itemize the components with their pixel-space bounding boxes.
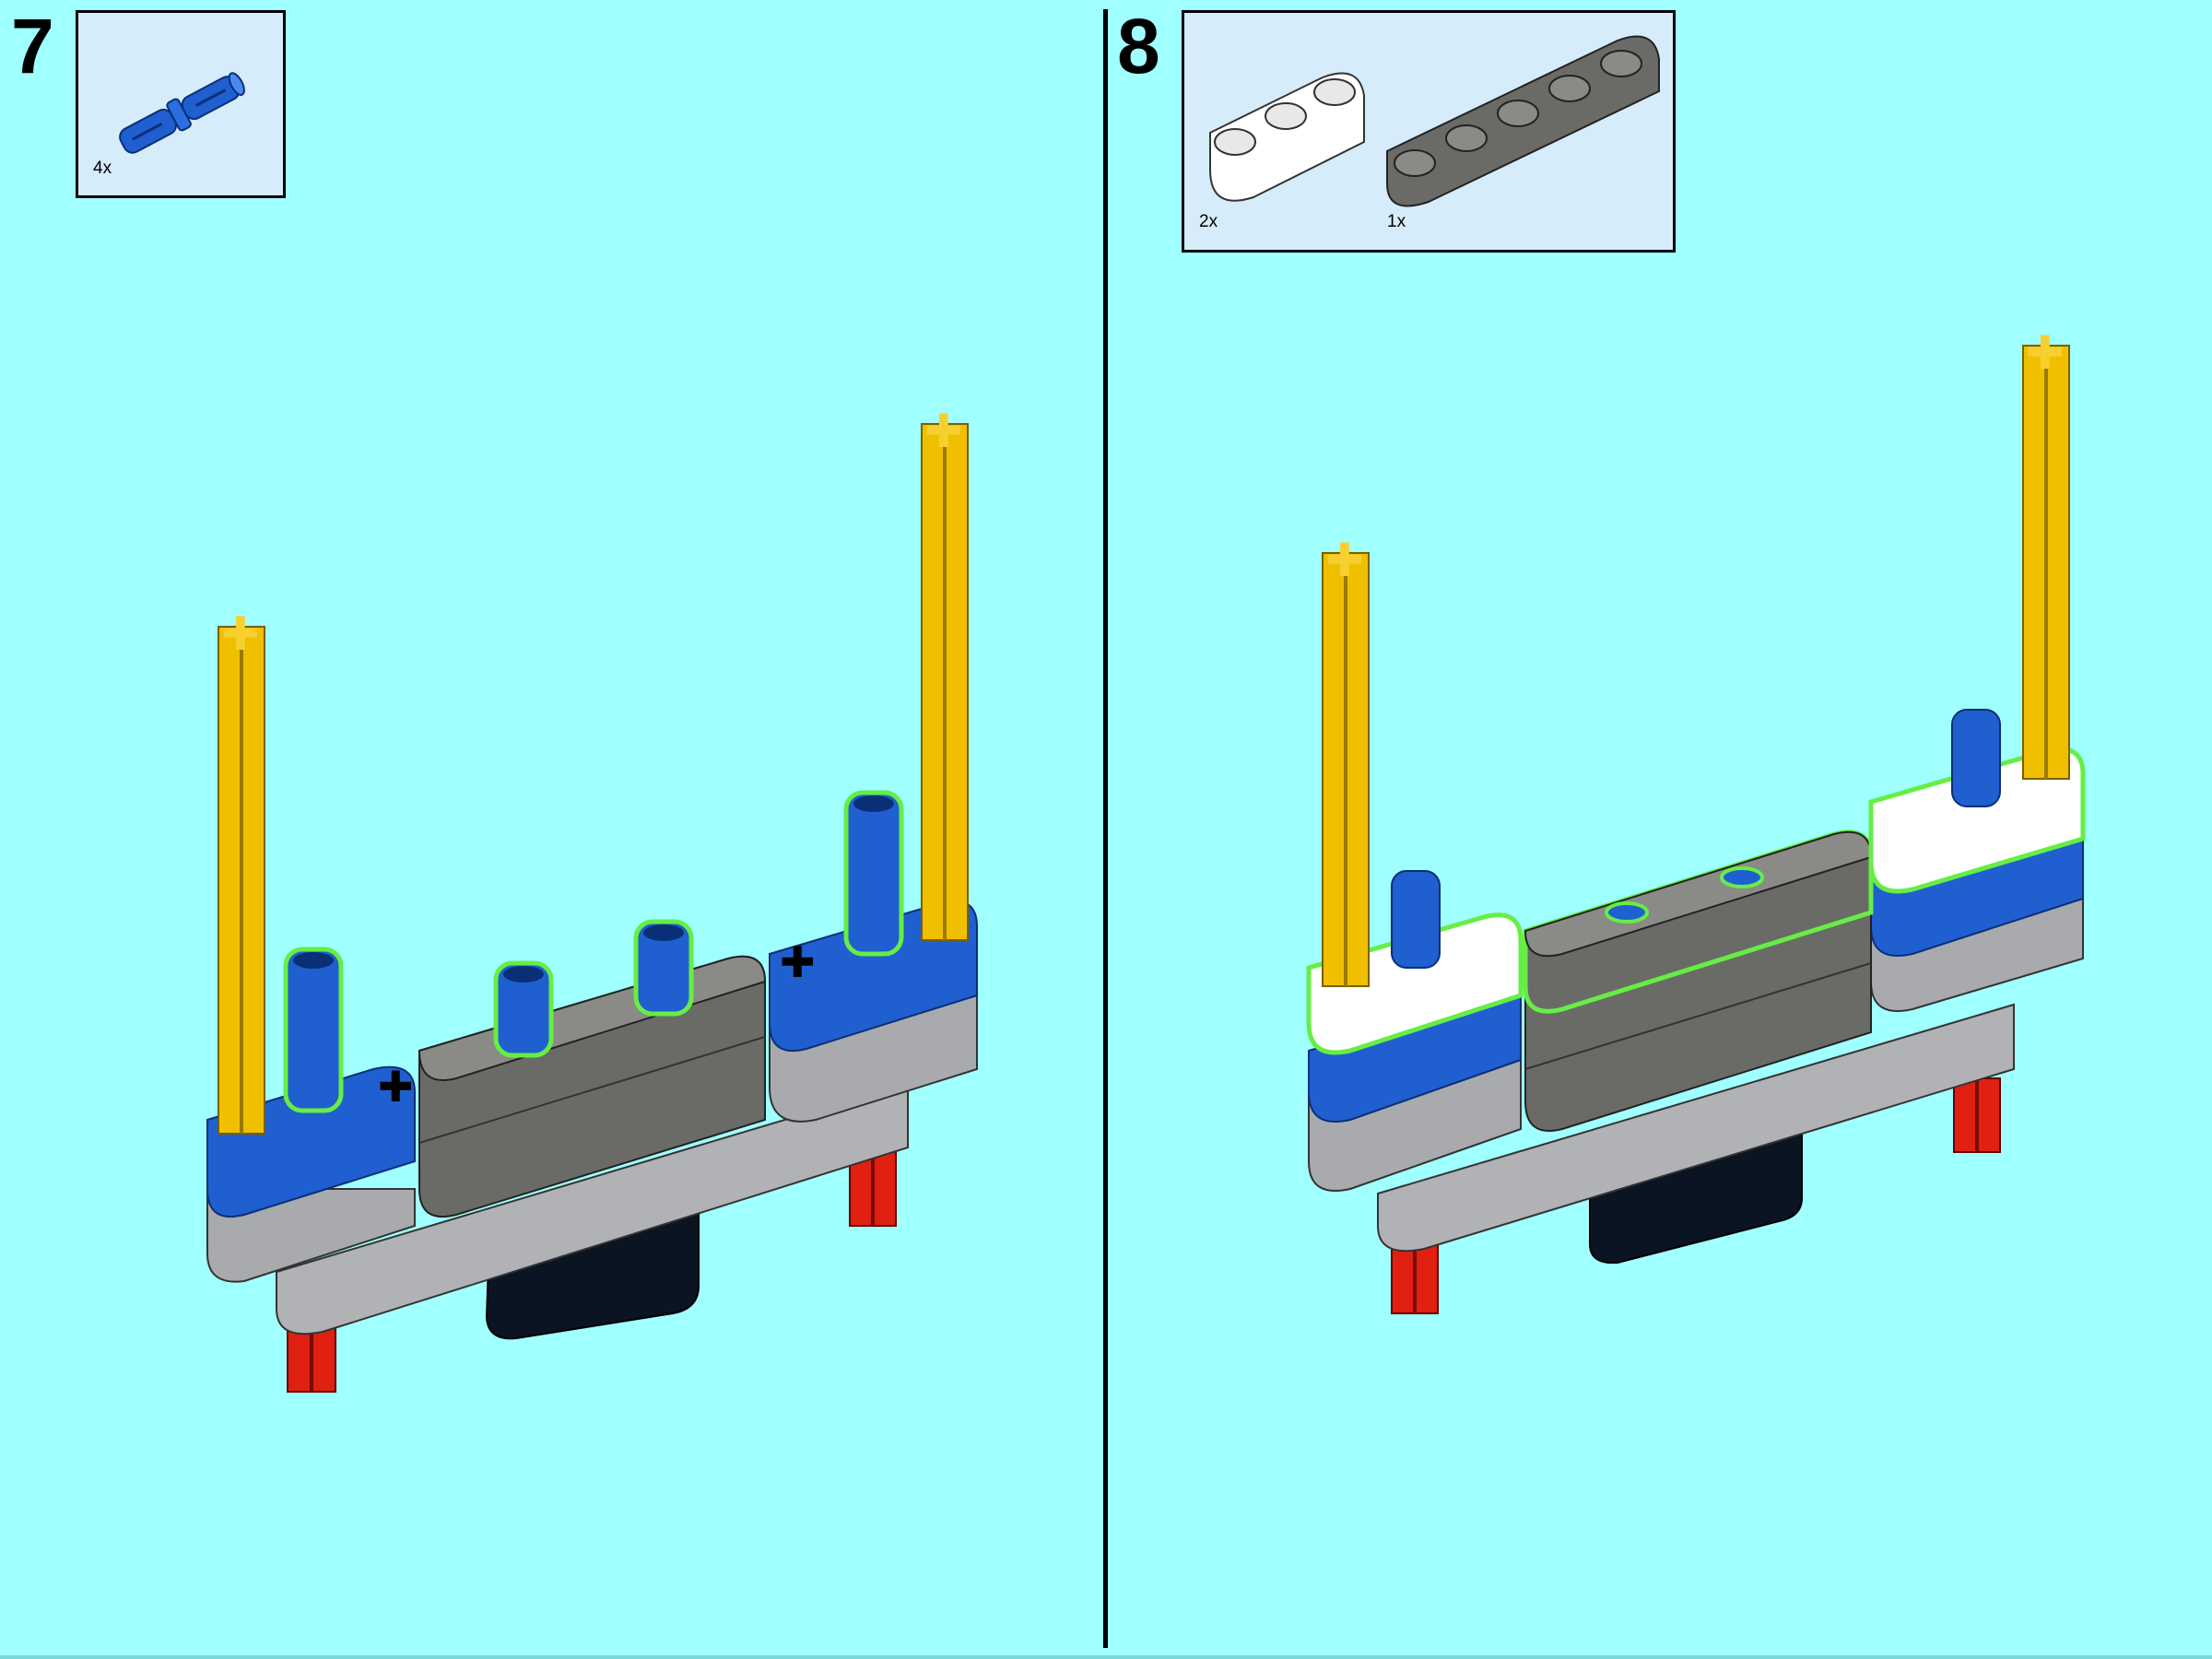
svg-text:✚: ✚: [924, 405, 963, 458]
blue-pins: [1391, 709, 2001, 969]
blue-pin-3: [633, 919, 694, 1017]
white-3l-beam-part-image: [1209, 72, 1365, 202]
page-bottom-border: [0, 1655, 2212, 1659]
yellow-axle-left: ✚: [1322, 534, 1370, 987]
step-7-model-illustration: ✚ ✚ ✚ ✚: [206, 405, 978, 1393]
light-grey-beam-left: [206, 1188, 416, 1283]
black-connector-piece: [1589, 1118, 1803, 1265]
light-grey-long-beam: [1377, 1003, 2015, 1253]
svg-text:✚: ✚: [221, 607, 260, 661]
svg-text:✚: ✚: [1325, 534, 1364, 587]
white-beam-quantity: 2x: [1199, 212, 1218, 231]
step-7-number: 7: [11, 3, 54, 89]
step-divider: [1103, 9, 1108, 1648]
beam-parts-images: [1209, 35, 1660, 207]
grey-beam-quantity: 1x: [1387, 212, 1406, 231]
blue-pin-part-image: [119, 72, 245, 154]
red-axle-right: [1953, 1077, 2001, 1153]
axle-hole-cross-right: ✚: [780, 937, 816, 987]
yellow-axle-left: ✚: [218, 607, 265, 1135]
yellow-axle-right: ✚: [921, 405, 969, 941]
blue-pin-2: [493, 960, 554, 1058]
axle-hole-cross-left: ✚: [378, 1062, 414, 1112]
step-8-number: 8: [1117, 3, 1160, 89]
blue-pin-1: [283, 947, 344, 1113]
blue-pin-4: [843, 790, 904, 957]
red-axle-right: [849, 1151, 897, 1227]
yellow-axle-right: ✚: [2022, 326, 2070, 780]
new-white-3l-beam-left: [1306, 912, 1524, 1055]
new-blue-pins: [283, 790, 904, 1113]
step-8-parts-callout: 2x 1x: [1182, 10, 1676, 253]
step-8-model-illustration: ✚ ✚: [1306, 326, 2086, 1314]
step-7-part-quantity: 4x: [93, 159, 112, 178]
step-7-parts-callout: 4x: [76, 10, 286, 198]
light-grey-long-beam: [276, 1081, 909, 1335]
dark-grey-5l-beam-part-image: [1386, 35, 1660, 207]
blue-beam-left: [1308, 989, 1522, 1123]
svg-text:✚: ✚: [2026, 326, 2065, 380]
